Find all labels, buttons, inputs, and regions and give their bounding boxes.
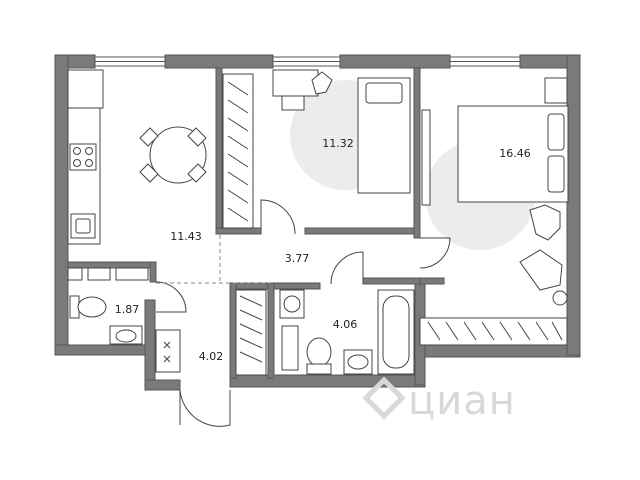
floor-lamp (552, 290, 568, 306)
wall-bottom (229, 374, 426, 388)
tv-console (421, 109, 431, 206)
door-bathroom (330, 251, 364, 285)
area-label-kitchen: 11.43 (170, 230, 202, 243)
watermark: циан (362, 376, 516, 424)
door-bedroom-small (260, 199, 296, 235)
kitchen-fixtures (67, 69, 207, 281)
wall-hall-bath (229, 282, 321, 290)
wall-closet-bath (267, 282, 275, 379)
entrance-fixtures (155, 329, 181, 373)
pillow-1 (547, 113, 565, 151)
shoe-cabinet (155, 329, 181, 373)
wall-bedroom-small-bottom-1 (215, 227, 262, 235)
wall-kitchen-wc-stub (149, 261, 157, 283)
doors (155, 199, 451, 427)
bath-toilet-tank (306, 363, 332, 375)
area-labels: 11.43 11.32 16.46 3.77 1.87 4.06 4.02 (115, 137, 531, 363)
nightstand-1 (544, 77, 568, 104)
wall-bottom-right (424, 344, 581, 358)
area-label-bedroom-small: 11.32 (322, 137, 354, 150)
chair-4 (187, 163, 207, 183)
wardrobes (222, 73, 568, 376)
stove (69, 143, 97, 171)
chair-2 (187, 127, 207, 147)
wall-entrance-bottom-left (144, 379, 181, 391)
wall-bottom-wc (54, 344, 146, 356)
area-label-bathroom: 4.06 (333, 318, 358, 331)
dining-table (149, 126, 207, 184)
wc-fixtures (69, 295, 143, 345)
wall-kitchen-bedroom (215, 67, 223, 234)
area-label-wc: 1.87 (115, 303, 140, 316)
toilet (77, 296, 107, 318)
area-label-entrance: 4.02 (199, 350, 224, 363)
wall-hall-bath-2 (362, 277, 421, 285)
wardrobe-bedroom-large (419, 317, 568, 346)
wall-entrance-left (144, 299, 156, 391)
fridge (67, 69, 104, 109)
door-entrance (179, 389, 231, 427)
chair-1 (139, 127, 159, 147)
wall-closet-left (229, 282, 237, 379)
bath-toilet (306, 337, 332, 367)
pillow-2 (547, 155, 565, 193)
bath-shelf (281, 325, 299, 371)
wall-top-2 (164, 54, 274, 69)
wall-bedrooms (413, 67, 421, 239)
chair-3 (139, 163, 159, 183)
watermark-text: циан (408, 378, 516, 424)
windows (94, 56, 521, 67)
storage-2 (87, 267, 111, 281)
watermark-logo-icon (362, 376, 406, 420)
desk (272, 69, 319, 97)
desk-chair (281, 95, 305, 111)
wall-bedroom-small-bottom-2 (304, 227, 421, 235)
wall-kitchen-wc (67, 261, 157, 269)
bedroom-large-fixtures (421, 77, 569, 306)
zone-lines (156, 235, 270, 284)
area-label-hall: 3.77 (285, 252, 310, 265)
plant-icon-2 (529, 204, 561, 241)
armchair (519, 249, 563, 291)
area-label-bedroom-large: 16.46 (499, 147, 531, 160)
bathroom-fixtures (279, 289, 415, 375)
storage-3 (115, 267, 149, 281)
plant-icon (311, 71, 333, 95)
door-wc (155, 281, 187, 313)
wardrobe-bedroom-small (222, 73, 254, 229)
wall-top-3 (339, 54, 451, 69)
wall-right (566, 54, 581, 356)
storage-1 (67, 267, 83, 281)
door-bedroom-large (419, 237, 451, 269)
wall-left (54, 54, 69, 356)
wardrobe-hall (235, 289, 267, 376)
bedroom-small-fixtures (272, 69, 411, 194)
pillow (365, 82, 403, 104)
